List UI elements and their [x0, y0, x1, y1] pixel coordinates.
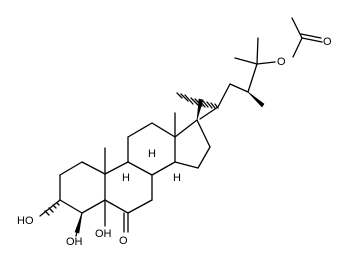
stereo-wedge-bonds [74, 91, 265, 234]
wedge-bond-c24-me [247, 91, 265, 108]
wedge-bond-c4-oh [74, 212, 83, 234]
label-ester-o: O [277, 56, 286, 68]
label-h-c9: H [122, 172, 130, 184]
bond-lines [39, 17, 323, 237]
wedge-bond-c17 [196, 98, 204, 121]
label-carbonyl-o: O [323, 36, 332, 48]
label-ketone-o: O [119, 235, 128, 247]
label-oh-c4: OH [66, 236, 83, 248]
label-ho-c3: HO [17, 215, 34, 227]
atom-labels: HO OH OH H H H O O O [17, 36, 332, 248]
label-h-c8: H [148, 148, 156, 160]
hashed-wedge-bonds [44, 92, 219, 216]
label-h-c14: H [173, 172, 181, 184]
label-oh-c5: OH [95, 228, 112, 240]
